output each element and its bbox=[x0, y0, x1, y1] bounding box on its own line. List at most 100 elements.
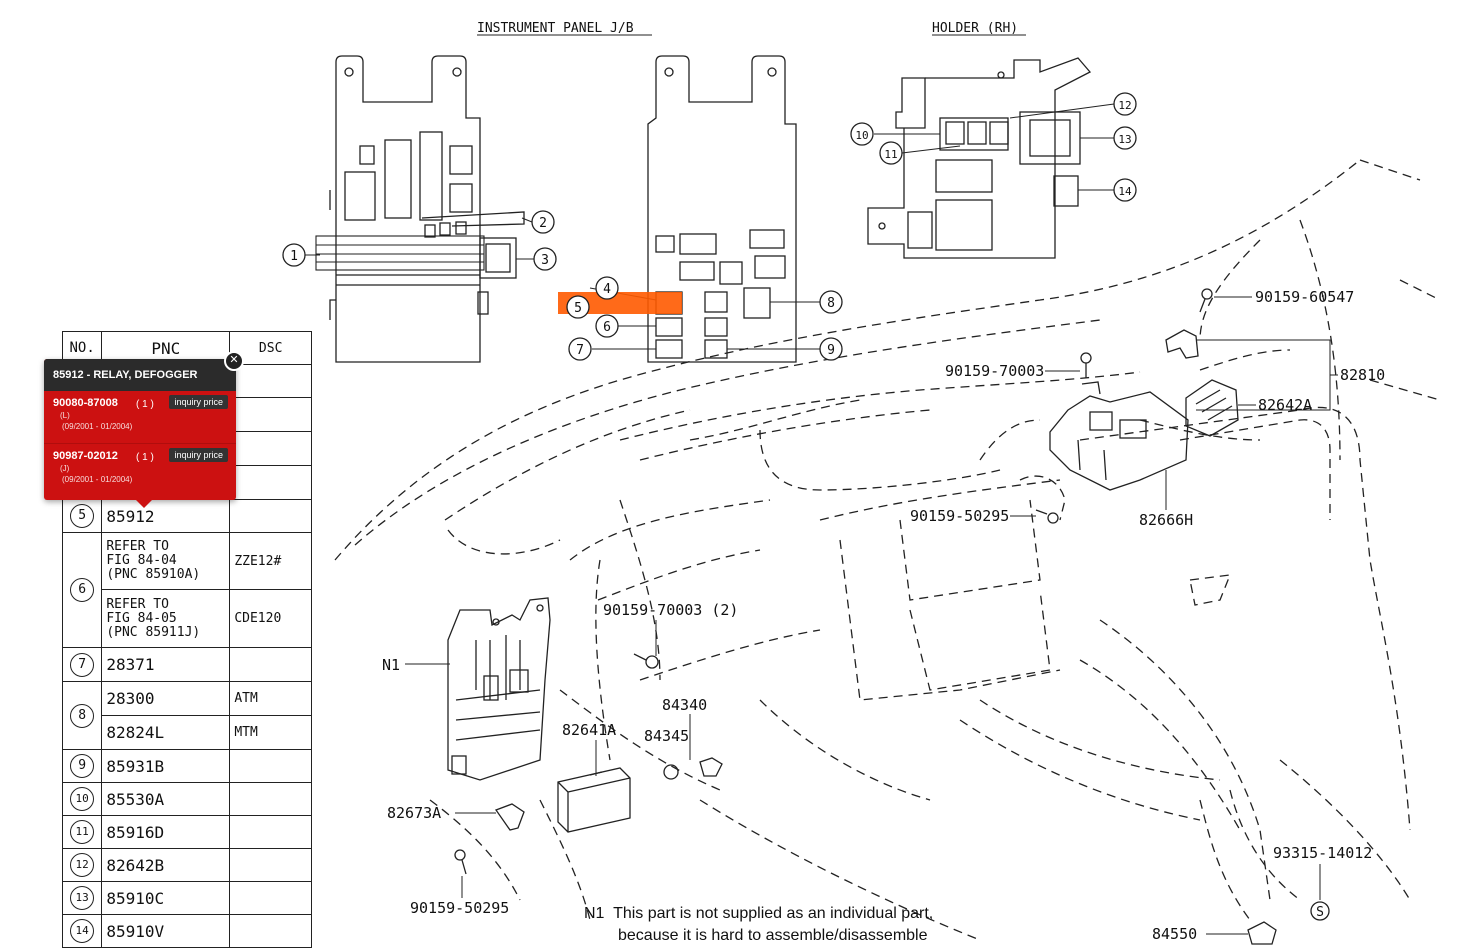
row-dsc: CDE120 bbox=[229, 589, 312, 648]
row-dsc bbox=[229, 647, 312, 682]
close-icon[interactable]: ✕ bbox=[224, 351, 244, 371]
junction-block-rear bbox=[647, 55, 797, 363]
popup-item[interactable]: 90987-02012 ( 1 ) inquiry price (J) (09/… bbox=[44, 444, 236, 496]
label-90159-70003-2[interactable]: 90159-70003 (2) bbox=[603, 601, 738, 619]
bolts bbox=[454, 288, 1277, 945]
popup-title: 85912 - RELAY, DEFOGGER bbox=[44, 359, 236, 391]
row-pnc[interactable]: 85910C bbox=[101, 881, 231, 915]
inquiry-price-button[interactable]: inquiry price bbox=[169, 448, 228, 462]
row-pnc[interactable]: REFER TO FIG 84-04 (PNC 85910A) bbox=[101, 532, 231, 590]
label-90159-70003[interactable]: 90159-70003 bbox=[945, 362, 1044, 380]
table-row[interactable]: 82824L MTM bbox=[63, 715, 312, 750]
row-pnc[interactable]: 82824L bbox=[101, 715, 231, 750]
junction-block-front bbox=[329, 55, 525, 363]
table-row[interactable]: 14 85910V bbox=[61, 914, 312, 948]
row-no: 10 bbox=[70, 787, 95, 811]
row-no: 7 bbox=[70, 652, 95, 677]
row-no: 14 bbox=[70, 919, 95, 943]
row-dsc bbox=[229, 914, 312, 948]
row-dsc: MTM bbox=[229, 715, 312, 750]
row-pnc[interactable]: 85910V bbox=[101, 914, 231, 948]
row-dsc: ATM bbox=[229, 681, 312, 716]
callout-3[interactable]: 3 bbox=[541, 253, 549, 268]
row-no: 11 bbox=[70, 820, 95, 844]
footnote-line-1: This part is not supplied as an individu… bbox=[613, 905, 934, 922]
label-82810[interactable]: 82810 bbox=[1340, 366, 1385, 384]
popup-note: (L) bbox=[60, 411, 70, 420]
row-pnc[interactable]: 85931B bbox=[101, 749, 231, 783]
popup-note: (J) bbox=[60, 464, 70, 473]
title-holder-rh: HOLDER (RH) bbox=[932, 21, 1018, 36]
callout-11[interactable]: 11 bbox=[884, 148, 897, 161]
callout-8[interactable]: 8 bbox=[827, 296, 835, 311]
popup-part-number[interactable]: 90080-87008 bbox=[53, 397, 118, 409]
row-dsc bbox=[229, 848, 312, 882]
row-dsc bbox=[229, 499, 312, 533]
label-90159-60547[interactable]: 90159-60547 bbox=[1255, 288, 1354, 306]
table-row[interactable]: 13 85910C bbox=[61, 881, 312, 915]
table-row[interactable]: 5 85912 bbox=[61, 499, 312, 533]
table-row[interactable]: 10 85530A bbox=[61, 782, 312, 816]
label-84550[interactable]: 84550 bbox=[1152, 925, 1197, 943]
callout-4[interactable]: 4 bbox=[603, 282, 611, 297]
inquiry-price-button[interactable]: inquiry price bbox=[169, 395, 228, 409]
table-row[interactable]: 9 85931B bbox=[61, 749, 312, 783]
popup-qty: ( 1 ) bbox=[136, 399, 154, 410]
row-pnc[interactable]: 28371 bbox=[101, 647, 231, 682]
table-row[interactable]: 12 82642B bbox=[61, 848, 312, 882]
row-pnc[interactable]: 82642B bbox=[101, 848, 231, 882]
row-dsc: ZZE12# bbox=[229, 532, 312, 590]
leader-lines bbox=[305, 103, 1338, 935]
row-no: 12 bbox=[70, 853, 95, 877]
row-no: 5 bbox=[70, 504, 95, 528]
callout-13[interactable]: 13 bbox=[1118, 133, 1131, 146]
label-90159-50295-upper[interactable]: 90159-50295 bbox=[910, 507, 1009, 525]
label-82673a[interactable]: 82673A bbox=[387, 804, 441, 822]
label-84340[interactable]: 84340 bbox=[662, 696, 707, 714]
callout-12[interactable]: 12 bbox=[1118, 99, 1131, 112]
popup-item[interactable]: 90080-87008 ( 1 ) inquiry price (L) (09/… bbox=[44, 391, 236, 444]
row-pnc[interactable]: 28300 bbox=[101, 681, 231, 716]
popup-date: (09/2001 - 01/2004) bbox=[62, 475, 133, 484]
part-popup: 85912 - RELAY, DEFOGGER ✕ 90080-87008 ( … bbox=[44, 351, 244, 508]
row-no: 13 bbox=[70, 886, 95, 910]
label-n1[interactable]: N1 bbox=[382, 656, 400, 674]
popup-part-number[interactable]: 90987-02012 bbox=[53, 450, 118, 462]
popup-pointer bbox=[136, 500, 152, 508]
callout-5[interactable]: 5 bbox=[574, 301, 582, 316]
callout-14[interactable]: 14 bbox=[1118, 185, 1132, 198]
fuse-rows bbox=[315, 235, 485, 271]
callout-6[interactable]: 6 bbox=[603, 320, 611, 335]
row-dsc bbox=[229, 782, 312, 816]
callout-9[interactable]: 9 bbox=[827, 343, 835, 358]
bracket-82810 bbox=[1165, 329, 1199, 359]
label-82642a[interactable]: 82642A bbox=[1258, 396, 1312, 414]
table-row[interactable]: 11 85916D bbox=[61, 815, 312, 849]
row-pnc[interactable]: REFER TO FIG 84-05 (PNC 85911J) bbox=[101, 589, 231, 648]
callout-2[interactable]: 2 bbox=[539, 216, 547, 231]
label-90159-50295-lower[interactable]: 90159-50295 bbox=[410, 899, 509, 917]
module-82641a bbox=[557, 767, 631, 833]
dashboard-outline bbox=[334, 159, 1441, 941]
row-no: 8 bbox=[70, 703, 95, 728]
table-row[interactable]: 6 REFER TO FIG 84-04 (PNC 85910A) ZZE12# bbox=[61, 532, 312, 648]
label-93315-14012[interactable]: 93315-14012 bbox=[1273, 844, 1372, 862]
relay-82642a bbox=[1185, 379, 1239, 437]
row-pnc[interactable]: 85530A bbox=[101, 782, 231, 816]
s-mark-icon: S bbox=[1316, 905, 1324, 920]
row-pnc[interactable]: 85916D bbox=[101, 815, 231, 849]
row-no: 9 bbox=[70, 754, 95, 778]
table-row[interactable]: 8 28300 ATM bbox=[61, 681, 312, 750]
row-pnc[interactable]: 85912 bbox=[101, 499, 231, 533]
callout-7[interactable]: 7 bbox=[576, 343, 584, 358]
callout-1[interactable]: 1 bbox=[290, 249, 298, 264]
footnote-line-2: because it is hard to assemble/disassemb… bbox=[618, 927, 928, 944]
table-row[interactable]: 7 28371 bbox=[61, 647, 312, 682]
label-82666h[interactable]: 82666H bbox=[1139, 511, 1193, 529]
row-no: 6 bbox=[70, 578, 95, 602]
label-82641a[interactable]: 82641A bbox=[562, 721, 616, 739]
footnote-tag: N1 bbox=[584, 905, 605, 922]
callout-10[interactable]: 10 bbox=[855, 129, 868, 142]
label-84345[interactable]: 84345 bbox=[644, 727, 689, 745]
